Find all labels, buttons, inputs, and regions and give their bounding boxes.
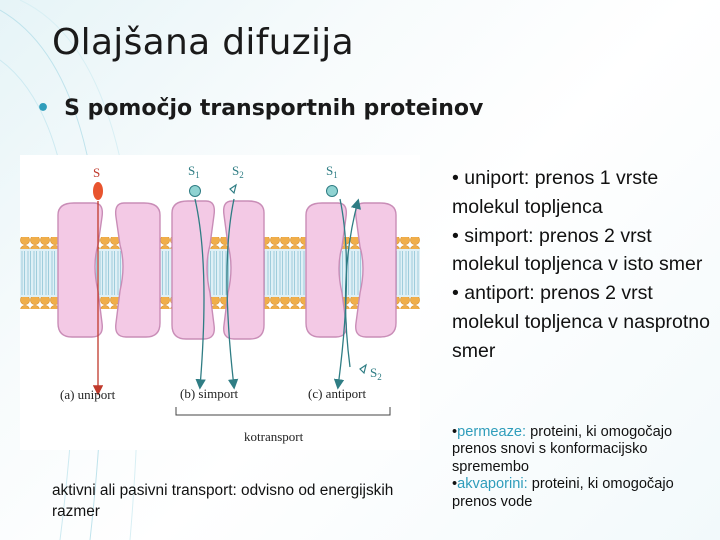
label-s2-simport: S2 xyxy=(232,163,244,180)
protein-types-list: •permeaze: proteini, ki omogočajo prenos… xyxy=(452,424,714,511)
main-bullet-text: S pomočjo transportnih proteinov xyxy=(64,96,484,121)
bullet-dot: • xyxy=(36,96,51,121)
list-item: • uniport: prenos 1 vrste molekul toplje… xyxy=(452,167,659,218)
permeaze-text: proteini, ki omogočajo prenos snovi s ko… xyxy=(452,424,673,475)
list-item: • simport: prenos 2 vrst molekul topljen… xyxy=(452,224,703,276)
uniport-protein xyxy=(57,202,161,338)
transport-types-list: • uniport: prenos 1 vrste molekul toplje… xyxy=(452,164,714,366)
label-s2-antiport: S2 xyxy=(370,365,382,382)
simport-protein xyxy=(171,200,265,340)
label-uniport: (a) uniport xyxy=(60,387,116,402)
list-item: •akvaporini: proteini, ki omogočajo pren… xyxy=(452,476,674,510)
main-bullet: • S pomočjo transportnih proteinov xyxy=(36,96,483,121)
membrane-transport-figure: S S1 S2 S1 S2 (a) uniport (b) simport (c… xyxy=(20,155,420,450)
akvaporini-label: akvaporini: xyxy=(457,476,528,493)
solute-s2-antiport xyxy=(344,198,367,375)
list-item: • antiport: prenos 2 vrst molekul toplje… xyxy=(452,282,710,362)
membrane-diagram: S S1 S2 S1 S2 (a) uniport (b) simport (c… xyxy=(20,163,420,444)
label-s1-simport: S1 xyxy=(188,163,200,180)
akvaporini-text: proteini, ki omogočajo prenos vode xyxy=(452,476,674,510)
label-simport: (b) simport xyxy=(180,386,239,401)
label-s1-antiport: S1 xyxy=(326,163,338,180)
item-antiport: antiport: prenos 2 vrst molekul topljenc… xyxy=(452,282,710,362)
solute-s1-simport xyxy=(189,185,206,390)
label-s: S xyxy=(93,165,100,180)
item-uniport: uniport: prenos 1 vrste molekul topljenc… xyxy=(452,167,659,218)
kotransport-bracket xyxy=(175,407,391,416)
figure-caption: aktivni ali pasivni transport: odvisno o… xyxy=(52,482,394,520)
list-item: •permeaze: proteini, ki omogočajo prenos… xyxy=(452,424,673,475)
label-kotransport: kotransport xyxy=(244,429,304,444)
slide-title: Olajšana difuzija xyxy=(52,22,354,63)
solute-s2-simport xyxy=(226,183,239,390)
label-antiport: (c) antiport xyxy=(308,386,367,401)
item-simport: simport: prenos 2 vrst molekul topljenca… xyxy=(452,224,703,276)
permeaze-label: permeaze: xyxy=(457,424,527,440)
antiport-protein xyxy=(305,202,397,338)
solute-s-uniport xyxy=(92,182,104,396)
